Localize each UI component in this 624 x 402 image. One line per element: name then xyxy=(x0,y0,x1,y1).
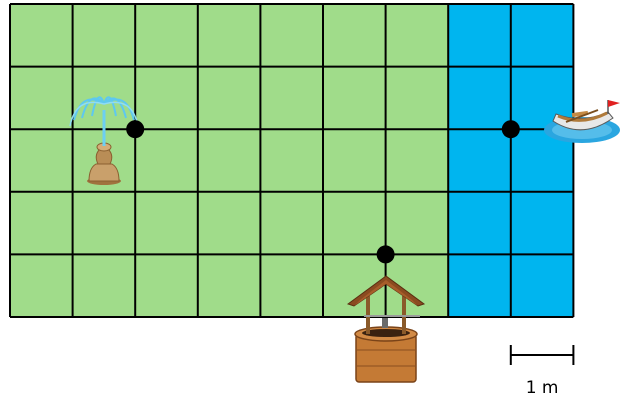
scale-bar: 1 m xyxy=(509,345,575,398)
land-cell xyxy=(197,191,261,255)
water-cell xyxy=(448,129,511,192)
land-cell xyxy=(323,129,386,192)
water-cell xyxy=(510,4,574,67)
land-cell xyxy=(135,254,198,317)
land-cell xyxy=(260,254,323,317)
land-cell xyxy=(10,191,73,255)
water-cell xyxy=(448,66,511,130)
land-cell xyxy=(10,66,73,130)
land-cell xyxy=(385,66,449,130)
land-cell xyxy=(260,4,323,67)
land-cell xyxy=(385,4,449,67)
land-cell xyxy=(10,254,73,317)
land-cell xyxy=(10,129,73,192)
wishing-well-icon xyxy=(346,275,426,383)
land-cell xyxy=(135,191,198,255)
land-cell xyxy=(260,66,323,130)
water-cell xyxy=(448,254,511,317)
land-cell xyxy=(260,191,323,255)
land-cell xyxy=(135,66,198,130)
water-cell xyxy=(448,4,511,67)
grid-cells xyxy=(10,4,574,317)
land-cell xyxy=(323,191,386,255)
land-cell xyxy=(260,129,323,192)
water-cell xyxy=(448,191,511,255)
land-cell xyxy=(197,254,261,317)
land-cell xyxy=(197,4,261,67)
land-cell xyxy=(10,4,73,67)
grid-points xyxy=(126,120,520,264)
land-cell xyxy=(197,66,261,130)
fountain-icon xyxy=(69,96,139,185)
fountain-point xyxy=(126,120,145,139)
scale-bar-label: 1 m xyxy=(526,378,559,398)
land-cell xyxy=(323,66,386,130)
land-cell xyxy=(135,4,198,67)
land-cell xyxy=(72,4,136,67)
land-cell xyxy=(323,4,386,67)
land-cell xyxy=(72,191,136,255)
land-cell xyxy=(197,129,261,192)
water-cell xyxy=(510,191,574,255)
rowboat-icon xyxy=(544,100,620,143)
water-cell xyxy=(510,254,574,317)
land-cell xyxy=(385,129,449,192)
land-cell xyxy=(72,254,136,317)
well-point xyxy=(376,245,395,264)
boat-point xyxy=(501,120,520,139)
land-cell xyxy=(385,191,449,255)
land-cell xyxy=(135,129,198,192)
